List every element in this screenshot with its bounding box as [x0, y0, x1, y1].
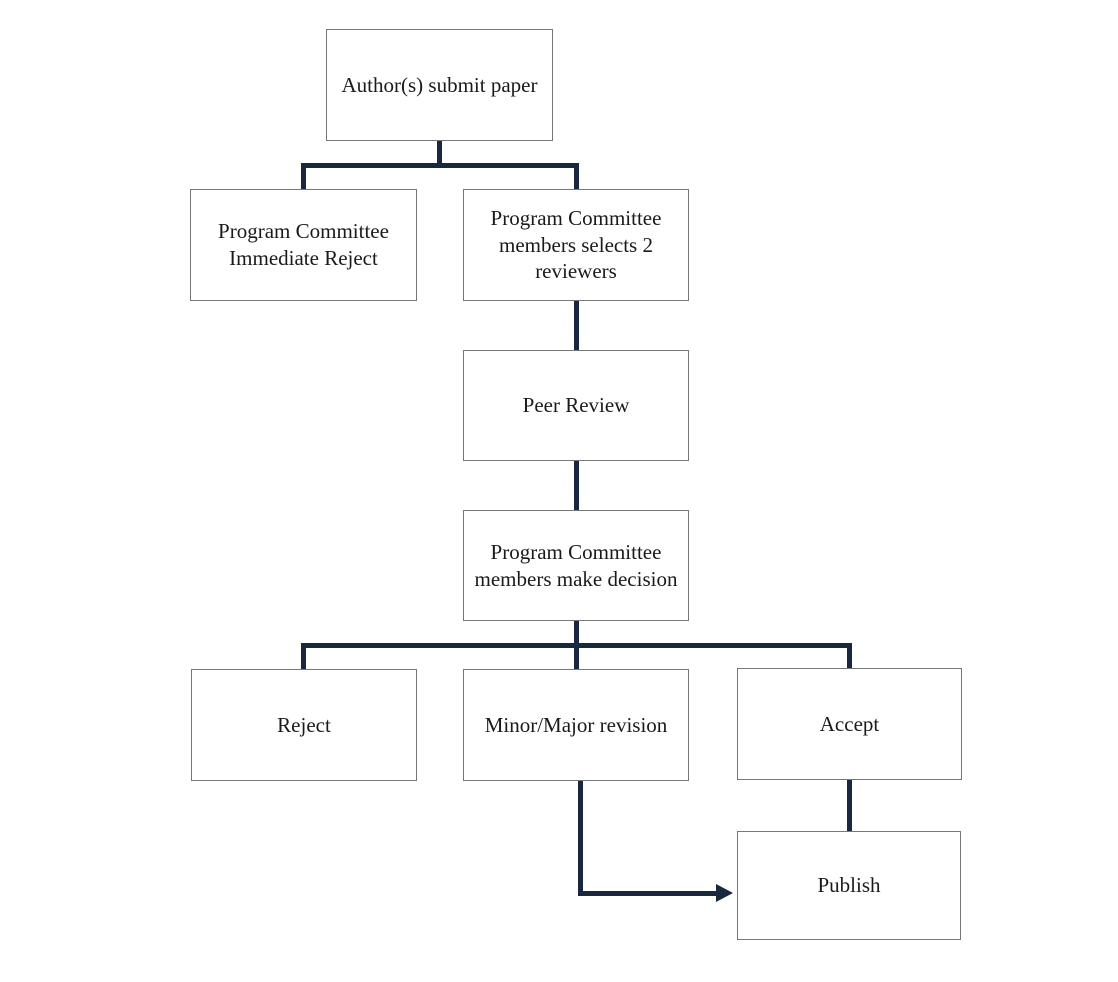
- connector-submit-drop: [437, 141, 442, 165]
- node-pc-selects-2-reviewers: Program Committee members selects 2 revi…: [463, 189, 689, 301]
- connector-decision-to-accept: [847, 643, 852, 669]
- node-reject: Reject: [191, 669, 417, 781]
- connector-decision-to-reject: [301, 643, 306, 670]
- connector-revision-elbow-vertical: [578, 781, 583, 896]
- node-peer-review: Peer Review: [463, 350, 689, 461]
- arrowhead-revision-to-publish-icon: [716, 884, 733, 902]
- connector-top-branch-horizontal: [301, 163, 579, 168]
- node-accept: Accept: [737, 668, 962, 780]
- connector-peer-to-decision: [574, 461, 579, 511]
- node-minor-major-revision: Minor/Major revision: [463, 669, 689, 781]
- node-publish: Publish: [737, 831, 961, 940]
- connector-bottom-branch-horizontal: [301, 643, 852, 648]
- connector-submit-to-immediate: [301, 163, 306, 190]
- connector-revision-elbow-horizontal: [578, 891, 716, 896]
- node-authors-submit-paper: Author(s) submit paper: [326, 29, 553, 141]
- node-pc-immediate-reject: Program Committee Immediate Reject: [190, 189, 417, 301]
- node-pc-make-decision: Program Committee members make decision: [463, 510, 689, 621]
- connector-submit-to-select: [574, 163, 579, 190]
- connector-select-to-peer: [574, 301, 579, 351]
- connector-accept-to-publish: [847, 780, 852, 832]
